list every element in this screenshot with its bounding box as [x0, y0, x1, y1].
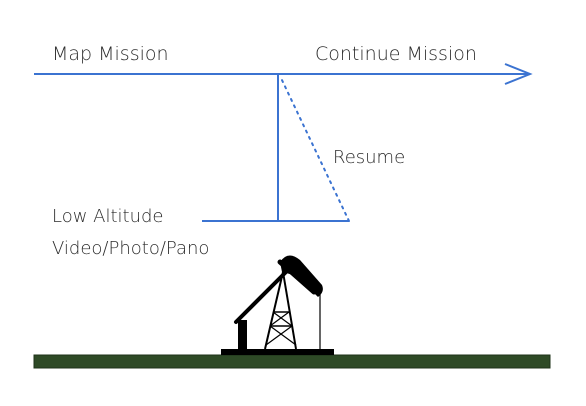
- resume-label: Resume: [333, 147, 405, 168]
- video-photo-pano-label: Video/Photo/Pano: [52, 238, 209, 259]
- continue-mission-label: Continue Mission: [315, 43, 477, 65]
- arrow-head-icon: [504, 63, 533, 85]
- ground-strip: [33, 354, 551, 369]
- map-mission-label: Map Mission: [52, 43, 169, 65]
- resume-path-dotted: [280, 77, 350, 222]
- pump-jack-icon: [221, 255, 334, 355]
- low-altitude-label: Low Altitude: [52, 206, 164, 227]
